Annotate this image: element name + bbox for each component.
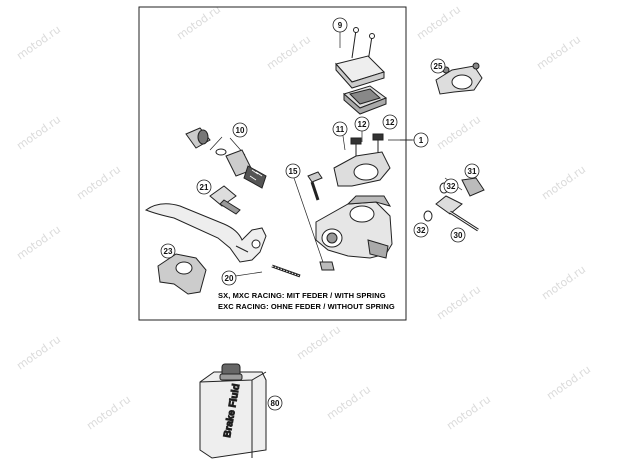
adjuster-screw [209,185,241,215]
brake-fluid-bottle: Brake Fluid [199,363,267,459]
diagram-frame [138,6,407,321]
watermark-text: motod.ru [84,393,133,433]
watermark-text: motod.ru [434,283,483,323]
svg-text:25: 25 [434,62,443,71]
callout-10: 10 [232,122,248,138]
callout-32a: 32 [443,178,459,194]
reservoir-cap-assembly [335,27,388,115]
svg-text:32: 32 [447,182,456,191]
callout-12b: 12 [382,114,398,130]
master-cylinder-body [315,195,393,259]
watermark-text: motod.ru [444,393,493,433]
svg-text:31: 31 [468,167,477,176]
callout-23: 23 [160,243,176,259]
svg-text:20: 20 [225,274,234,283]
svg-text:80: 80 [271,399,280,408]
svg-text:23: 23 [164,247,173,256]
watermark-text: motod.ru [294,323,343,363]
lever-guard [157,253,207,295]
callout-11: 11 [332,121,348,137]
brake-lever [144,203,267,263]
watermark-text: motod.ru [414,3,463,43]
watermark-text: motod.ru [14,23,63,63]
watermark-text: motod.ru [74,163,123,203]
callout-20: 20 [221,270,237,286]
watermark-text: motod.ru [264,33,313,73]
pivot-bolt [307,171,335,271]
watermark-text: motod.ru [14,223,63,263]
watermark-text: motod.ru [544,363,593,403]
svg-text:1: 1 [419,136,424,145]
watermark-text: motod.ru [174,3,223,43]
callout-21: 21 [196,179,212,195]
svg-text:21: 21 [200,183,209,192]
watermark-text: motod.ru [539,263,588,303]
svg-text:15: 15 [289,167,298,176]
svg-text:12: 12 [358,120,367,129]
note-with-spring: SX, MXC RACING: MIT FEDER / WITH SPRING [218,291,386,300]
svg-text:10: 10 [236,126,245,135]
svg-text:12: 12 [386,118,395,127]
watermark-layer: motod.ru motod.ru motod.ru motod.ru moto… [14,3,593,433]
piston-kit [185,127,267,189]
callout-15: 15 [285,163,301,179]
watermark-text: motod.ru [14,333,63,373]
callout-32b: 32 [413,222,429,238]
callout-30: 30 [450,227,466,243]
callout-12a: 12 [354,116,370,132]
callout-1: 1 [413,132,429,148]
lever-clamp-assembly [333,133,391,187]
watermark-text: motod.ru [14,113,63,153]
brake-hose-fittings [423,177,485,232]
watermark-text: motod.ru [324,383,373,423]
callout-25: 25 [430,58,446,74]
watermark-text: motod.ru [434,113,483,153]
watermark-text: motod.ru [539,163,588,203]
svg-text:32: 32 [417,226,426,235]
callout-80: 80 [267,395,283,411]
callout-9: 9 [332,17,348,33]
svg-text:11: 11 [336,125,345,134]
note-without-spring: EXC RACING: OHNE FEDER / WITHOUT SPRING [218,302,395,311]
return-spring [271,264,301,278]
svg-text:30: 30 [454,231,463,240]
svg-text:9: 9 [338,21,343,30]
handlebar-clamp-part [435,62,483,95]
watermark-text: motod.ru [534,33,583,73]
callouts: 1 9 10 11 12 12 15 20 21 23 25 30 31 32 … [160,17,480,411]
callout-31: 31 [464,163,480,179]
